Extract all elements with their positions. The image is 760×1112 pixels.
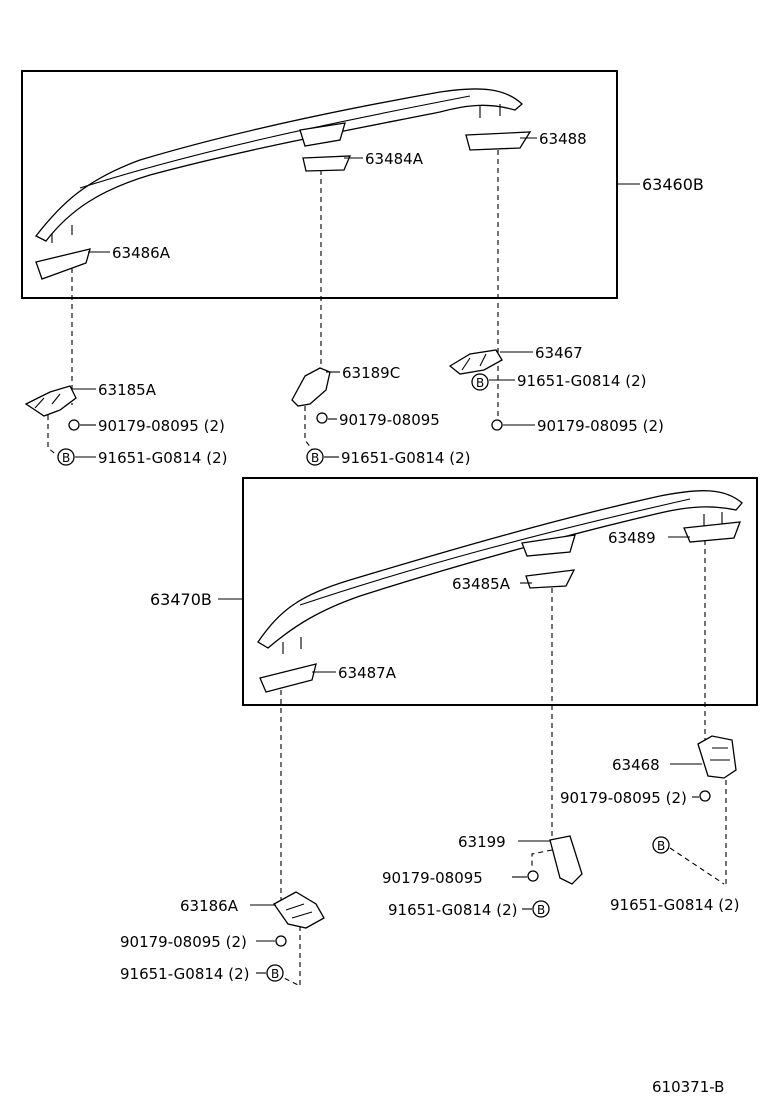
label-90179-lower-right: 90179-08095 (2) <box>560 789 687 807</box>
marker-b-upper-left <box>57 448 75 466</box>
dash-b-lower-left <box>283 926 301 987</box>
marker-b-text-lower-left: B <box>271 967 279 981</box>
marker-b-upper-mid <box>306 448 324 466</box>
bracket-63468 <box>697 735 737 779</box>
roof-rail-lower <box>257 490 743 654</box>
bracket-63189C <box>291 367 331 407</box>
pad-63487A <box>259 663 317 693</box>
label-90179-lower-mid: 90179-08095 <box>382 869 483 887</box>
pad-63486A <box>35 248 91 280</box>
bracket-63185A <box>24 385 77 417</box>
nut-upper-left <box>68 419 80 431</box>
label-63489: 63489 <box>608 529 656 547</box>
bracket-63199 <box>549 835 583 885</box>
pad-63485A <box>525 569 576 589</box>
marker-b-lower-mid <box>532 900 550 918</box>
label-63487A: 63487A <box>338 664 397 682</box>
marker-b-text-lower-mid: B <box>537 903 545 917</box>
label-63486A: 63486A <box>112 244 171 262</box>
label-91651-upper-right: 91651-G0814 (2) <box>517 372 647 390</box>
label-91651-lower-left: 91651-G0814 (2) <box>120 965 250 983</box>
nut-lower-left <box>275 935 287 947</box>
nut-lower-right <box>699 790 711 802</box>
marker-b-text-upper-left: B <box>62 451 70 465</box>
pad-63484A <box>302 155 352 172</box>
marker-b-upper-right <box>471 373 489 391</box>
label-91651-lower-mid: 91651-G0814 (2) <box>388 901 518 919</box>
marker-b-lower-right <box>652 836 670 854</box>
label-91651-upper-mid: 91651-G0814 (2) <box>341 449 471 467</box>
bracket-63186A <box>273 891 325 929</box>
pad-63489 <box>683 521 741 543</box>
marker-b-lower-left <box>266 964 284 982</box>
label-63467: 63467 <box>535 344 583 362</box>
dash-b-lower-right-b <box>669 847 725 885</box>
nut-lower-mid <box>527 870 539 882</box>
lower-assembly-frame <box>242 477 758 706</box>
nut-upper-mid <box>316 412 328 424</box>
label-63468: 63468 <box>612 756 660 774</box>
dash-b-upper-left <box>47 415 59 457</box>
label-63484A: 63484A <box>365 150 424 168</box>
roof-rail-upper <box>35 88 523 243</box>
label-90179-upper-left: 90179-08095 (2) <box>98 417 225 435</box>
dash-nut-lower-mid <box>531 849 553 866</box>
dash-b-upper-mid <box>304 406 315 453</box>
label-63185A: 63185A <box>98 381 157 399</box>
nut-upper-right <box>491 419 503 431</box>
label-90179-lower-left: 90179-08095 (2) <box>120 933 247 951</box>
marker-b-text-upper-right: B <box>476 376 484 390</box>
marker-b-text-lower-right: B <box>657 839 665 853</box>
label-63189C: 63189C <box>342 364 400 382</box>
label-63186A: 63186A <box>180 897 239 915</box>
label-90179-upper-right: 90179-08095 (2) <box>537 417 664 435</box>
bracket-63467 <box>448 349 503 375</box>
label-63460B: 63460B <box>642 175 704 194</box>
label-63199: 63199 <box>458 833 506 851</box>
label-63485A: 63485A <box>452 575 511 593</box>
label-63488: 63488 <box>539 130 587 148</box>
marker-b-text-upper-mid: B <box>311 451 319 465</box>
diagram-code: 610371-B <box>652 1078 724 1096</box>
label-90179-upper-mid: 90179-08095 <box>339 411 440 429</box>
pad-63488 <box>465 131 532 151</box>
label-91651-lower-right: 91651-G0814 (2) <box>610 896 740 914</box>
label-91651-upper-left: 91651-G0814 (2) <box>98 449 228 467</box>
label-63470B: 63470B <box>150 590 212 609</box>
